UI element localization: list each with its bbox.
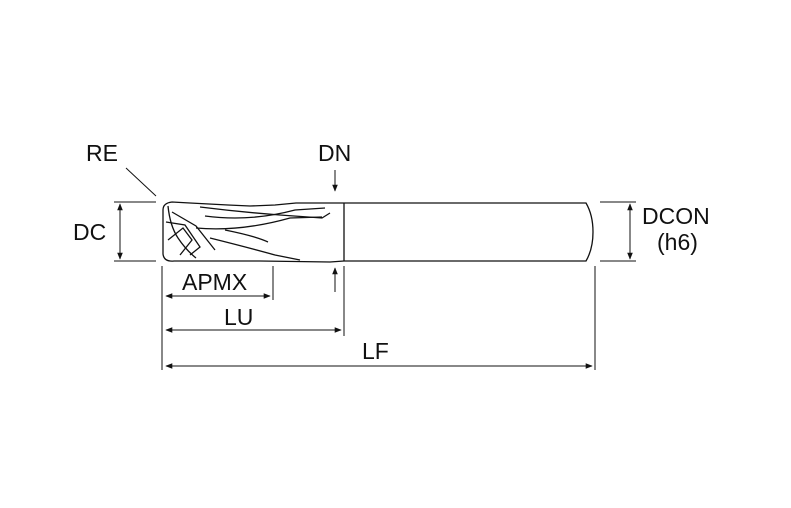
extension-lines <box>114 167 636 370</box>
flute-helix-3 <box>195 216 323 230</box>
flute-bottom <box>162 232 345 263</box>
tip-facet-2 <box>167 227 193 256</box>
re-label: RE <box>86 140 118 166</box>
dc-label: DC <box>73 219 106 245</box>
tool-outline <box>162 201 594 263</box>
dcon-label: DCON <box>642 203 710 229</box>
lf-label: LF <box>362 338 389 364</box>
tip-facet-3 <box>171 211 216 251</box>
flute-helix-5 <box>224 229 269 243</box>
flute-helix-4 <box>209 237 301 261</box>
dn-label: DN <box>318 140 351 166</box>
flute-outline <box>162 201 344 232</box>
flute-helix-1 <box>199 206 331 219</box>
re-leader <box>125 167 157 197</box>
tip-face <box>167 205 197 259</box>
dcon-tolerance-label: (h6) <box>657 229 698 255</box>
apmx-label: APMX <box>182 269 247 295</box>
shank <box>344 202 594 262</box>
flute-helix-2 <box>204 207 326 219</box>
dimension-lines <box>117 170 633 369</box>
tip-facet-1 <box>165 221 201 256</box>
lu-label: LU <box>224 304 253 330</box>
